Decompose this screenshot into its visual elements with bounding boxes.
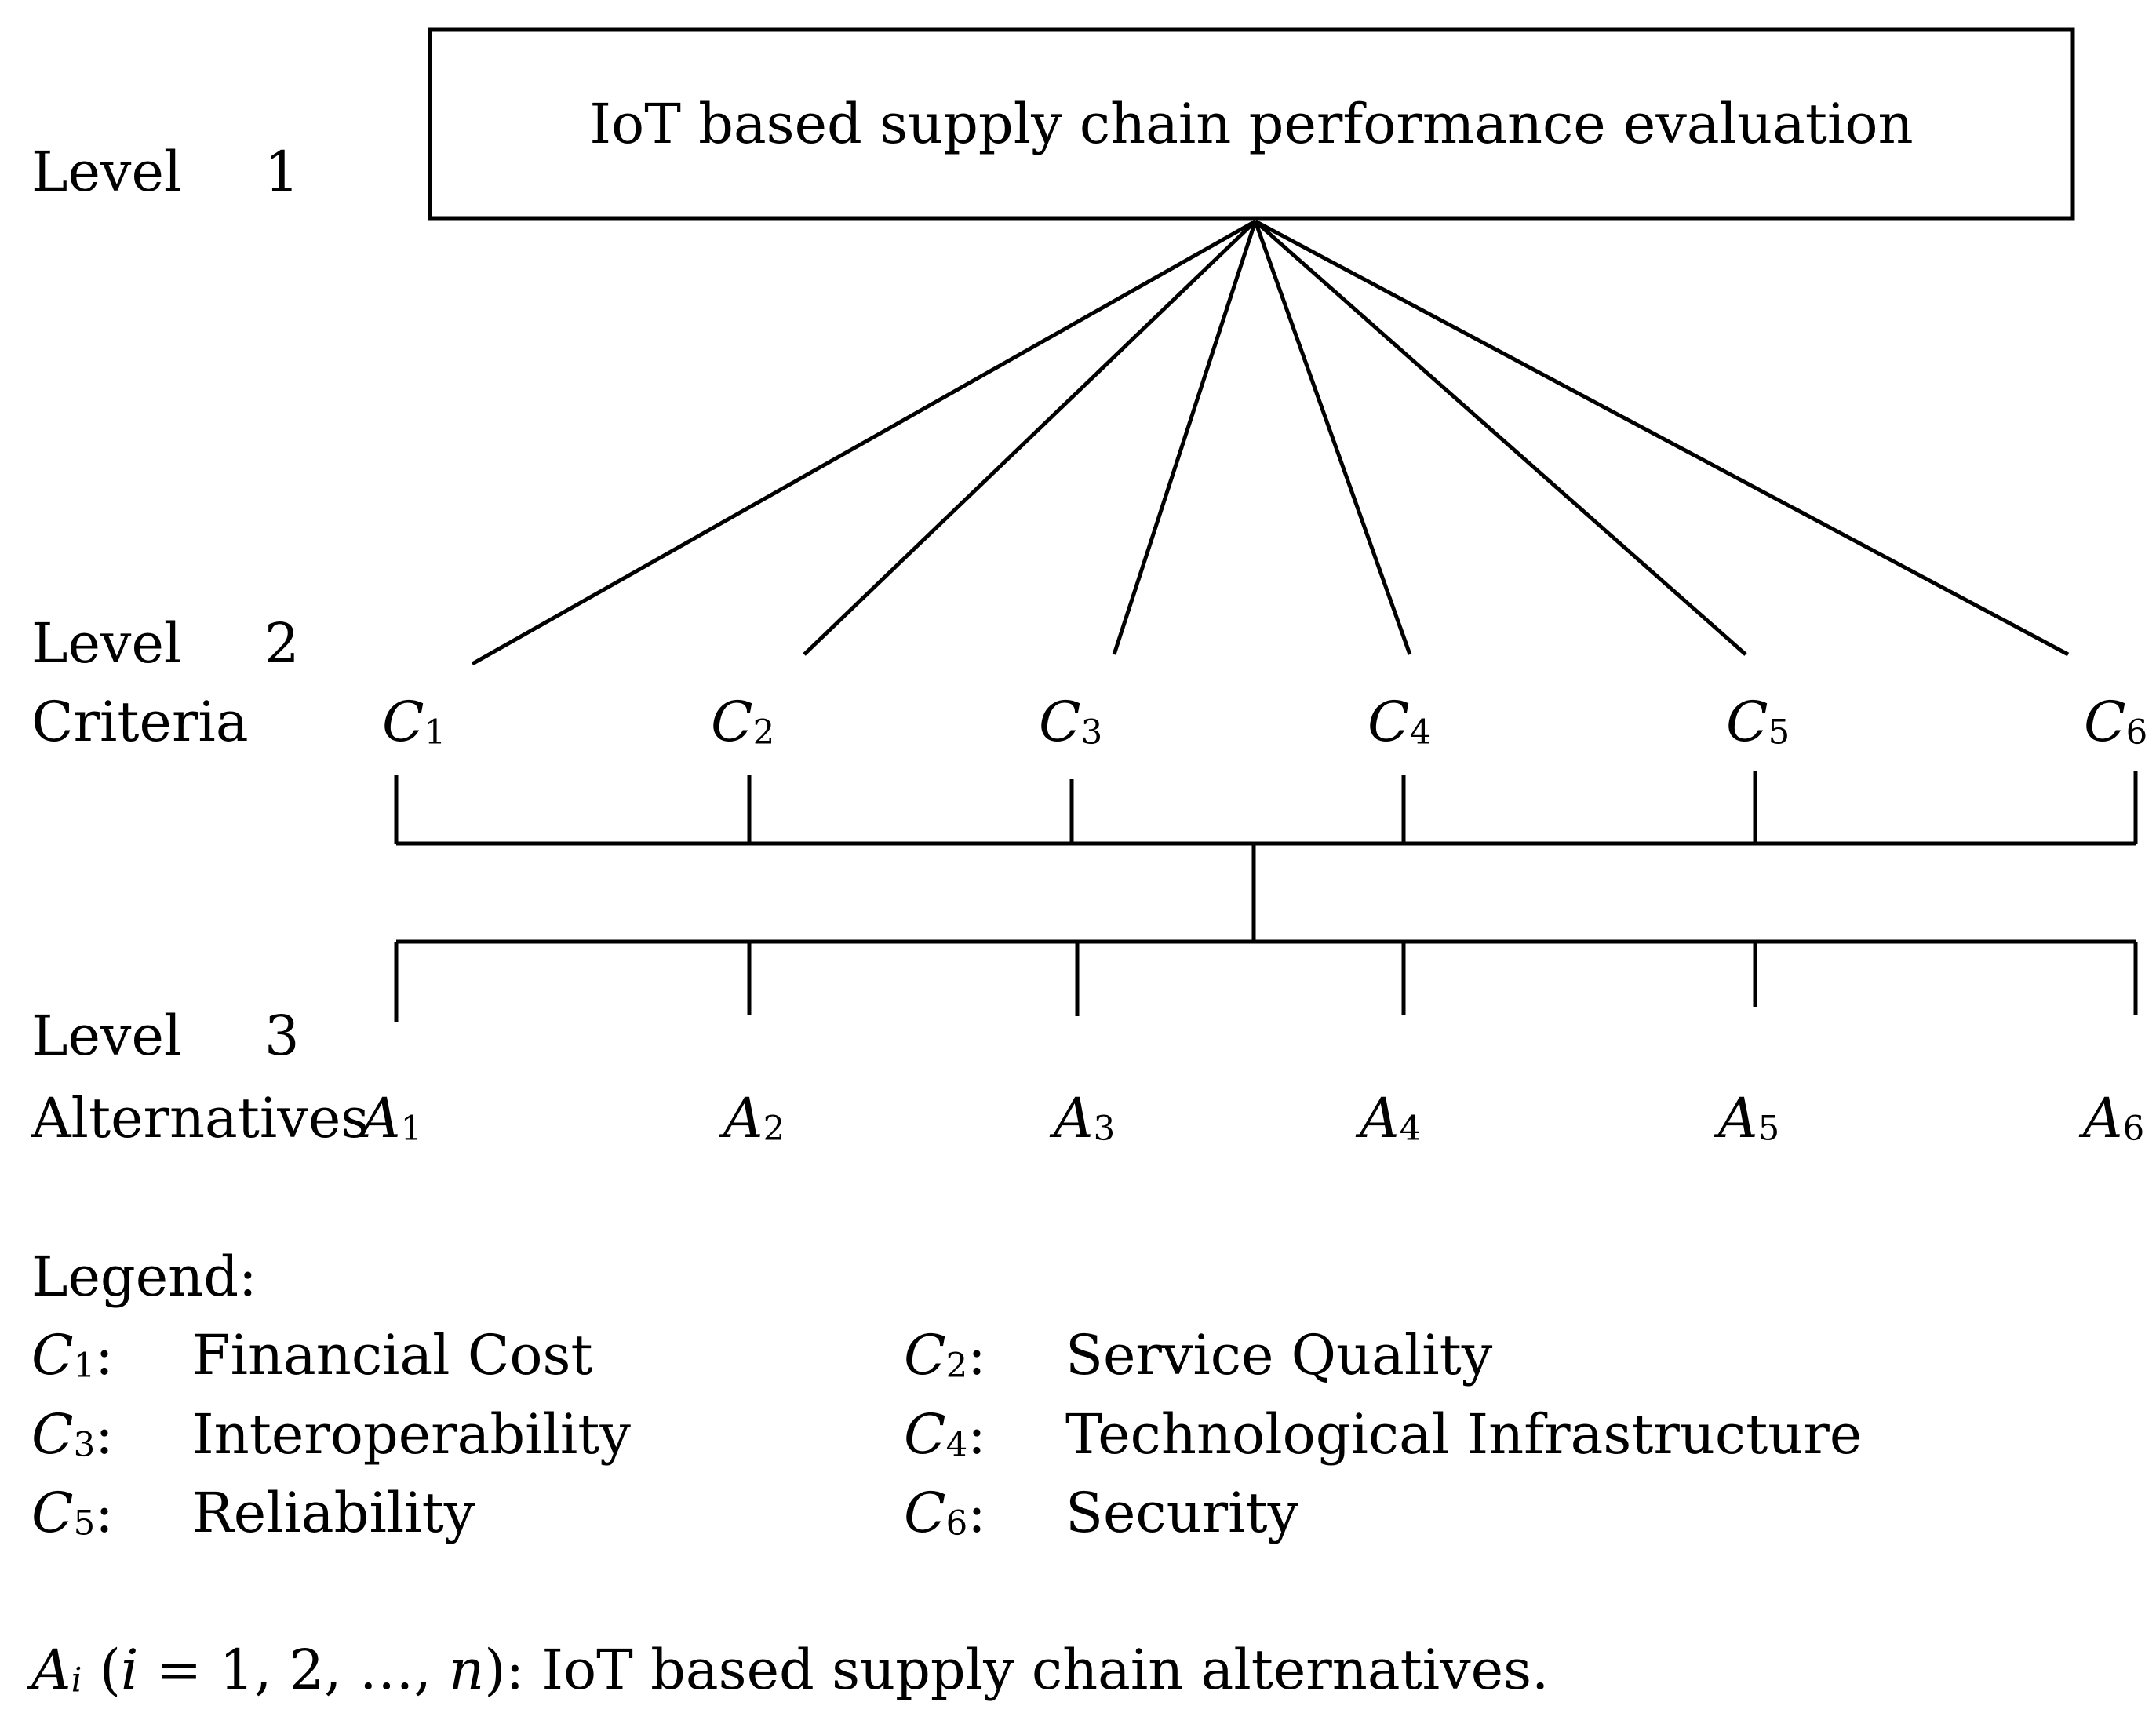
criterion-c3: C3 xyxy=(1039,690,1103,754)
alternative-a6: A6 xyxy=(2083,1086,2145,1150)
criteria-bracket xyxy=(394,771,2138,846)
criterion-c6: C6 xyxy=(2084,690,2148,754)
legend-item-c3: C3: Interoperability xyxy=(31,1402,631,1467)
link-goal-c6 xyxy=(1254,219,2070,657)
goal-box xyxy=(428,27,2075,221)
legend-item-c1-text: Financial Cost xyxy=(192,1323,593,1387)
link-goal-c2 xyxy=(803,220,1257,656)
alternatives-bracket xyxy=(394,939,2138,1022)
goal-to-criteria-lines xyxy=(471,219,2070,666)
criterion-c4: C4 xyxy=(1368,690,1432,754)
legend-item-c2-text: Service Quality xyxy=(1065,1323,1493,1387)
legend-item-c6: C6: Security xyxy=(904,1481,1299,1545)
legend-item-c2: C2: Service Quality xyxy=(904,1323,1493,1387)
criterion-c1: C1 xyxy=(382,690,446,754)
legend-item-c4-text: Technological Infrastructure xyxy=(1065,1402,1863,1467)
level-1-number: 1 xyxy=(264,140,300,204)
alternative-a3: A3 xyxy=(1054,1086,1116,1150)
legend-item-c3-text: Interoperability xyxy=(192,1402,631,1467)
legend-title: Legend: xyxy=(31,1245,257,1309)
alternative-a4: A4 xyxy=(1360,1086,1422,1150)
alternative-a5: A5 xyxy=(1718,1086,1780,1150)
criterion-c5: C5 xyxy=(1726,690,1790,754)
alternative-a2: A2 xyxy=(723,1086,785,1150)
legend-item-c4: C4: Technological Infrastructure xyxy=(904,1402,1863,1467)
link-goal-c3 xyxy=(1112,221,1258,655)
goal-label: IoT based supply chain performance evalu… xyxy=(589,92,1914,156)
level-2-number: 2 xyxy=(264,611,300,676)
legend-item-c5-text: Reliability xyxy=(192,1481,475,1545)
level-3-number: 3 xyxy=(264,1004,300,1068)
link-goal-c4 xyxy=(1253,221,1412,655)
criterion-c2: C2 xyxy=(711,690,775,754)
legend-item-c1: C1: Financial Cost xyxy=(31,1323,593,1387)
criteria-heading: Criteria xyxy=(31,690,249,754)
legend-item-c5: C5: Reliability xyxy=(31,1481,475,1545)
alternative-a1: A1 xyxy=(361,1086,423,1150)
legend-item-c6-text: Security xyxy=(1065,1481,1299,1545)
link-goal-c1 xyxy=(471,219,1257,666)
link-goal-c5 xyxy=(1254,220,1747,656)
legend-footnote: Ai (i = 1, 2, …, n): IoT based supply ch… xyxy=(31,1638,1550,1702)
alternatives-heading: Alternatives xyxy=(31,1086,370,1150)
